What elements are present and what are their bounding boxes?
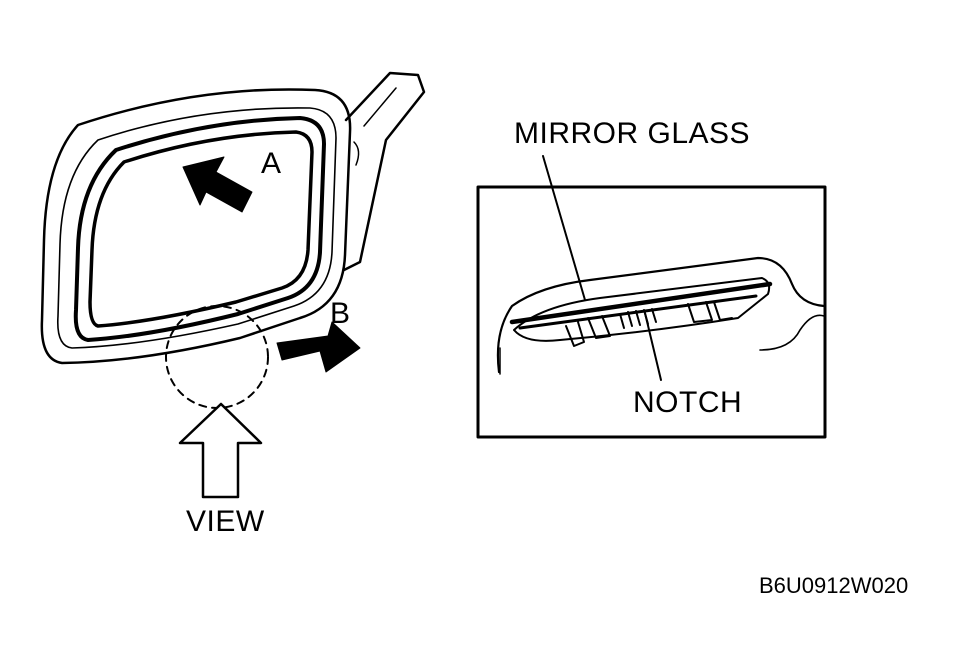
mirror-glass-label: MIRROR GLASS — [514, 117, 751, 150]
arrow-b — [276, 321, 361, 373]
view-circle — [165, 305, 269, 409]
mirror-glass-left — [73, 116, 326, 342]
notch-leader — [644, 312, 662, 381]
detail-view — [476, 155, 827, 439]
detail-view-frame — [476, 185, 827, 439]
arrow-b-label: B — [330, 297, 351, 330]
mirror-glass-leader — [542, 155, 586, 301]
view-arrow-icon — [178, 402, 263, 499]
arrow-a-label: A — [261, 147, 282, 180]
figure-reference-code: B6U0912W020 — [759, 573, 909, 598]
mirror-housing — [40, 88, 352, 365]
arrow-a — [182, 156, 253, 213]
notch-label: NOTCH — [633, 386, 743, 419]
door-mirror-assembly — [40, 71, 426, 499]
mirror-stay — [342, 71, 426, 272]
view-label: VIEW — [186, 505, 265, 538]
mirror-glass-detail — [509, 281, 773, 325]
